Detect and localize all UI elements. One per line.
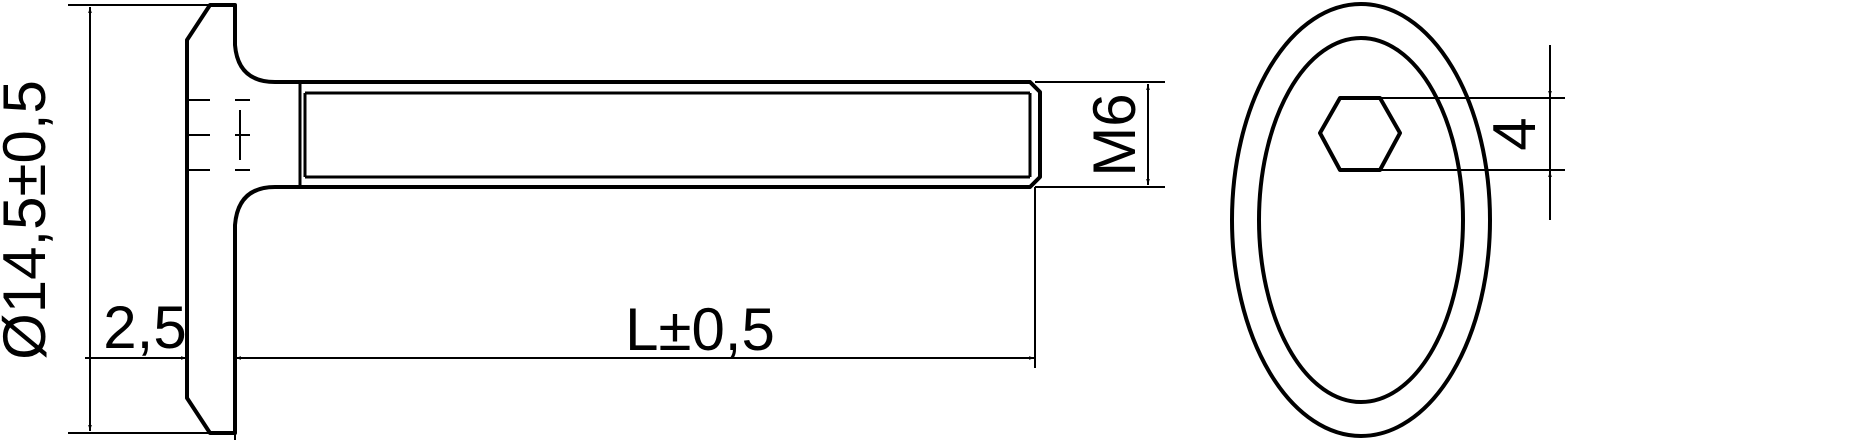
hex-socket-label: 4 — [1481, 117, 1548, 150]
head-diameter-label: Ø14,5±0,5 — [0, 80, 58, 360]
head-socket-ticks — [187, 99, 250, 171]
head-outer-circle — [1230, 2, 1492, 438]
thread-dimension: M6 — [1035, 81, 1165, 188]
length-dimensions: 2,5 L±0,5 — [85, 187, 1036, 440]
screw-end-view: 4 — [1230, 2, 1565, 438]
hex-socket — [1318, 96, 1402, 172]
thread-lines — [298, 82, 1032, 187]
head-diameter-dimension: Ø14,5±0,5 — [0, 4, 210, 434]
head-inner-circle — [1257, 36, 1465, 404]
length-label: L±0,5 — [625, 296, 775, 363]
head-height-label: 2,5 — [103, 294, 186, 361]
thread-label: M6 — [1081, 93, 1148, 176]
screw-side-view — [185, 3, 1042, 435]
screw-head-outline — [185, 3, 1042, 435]
